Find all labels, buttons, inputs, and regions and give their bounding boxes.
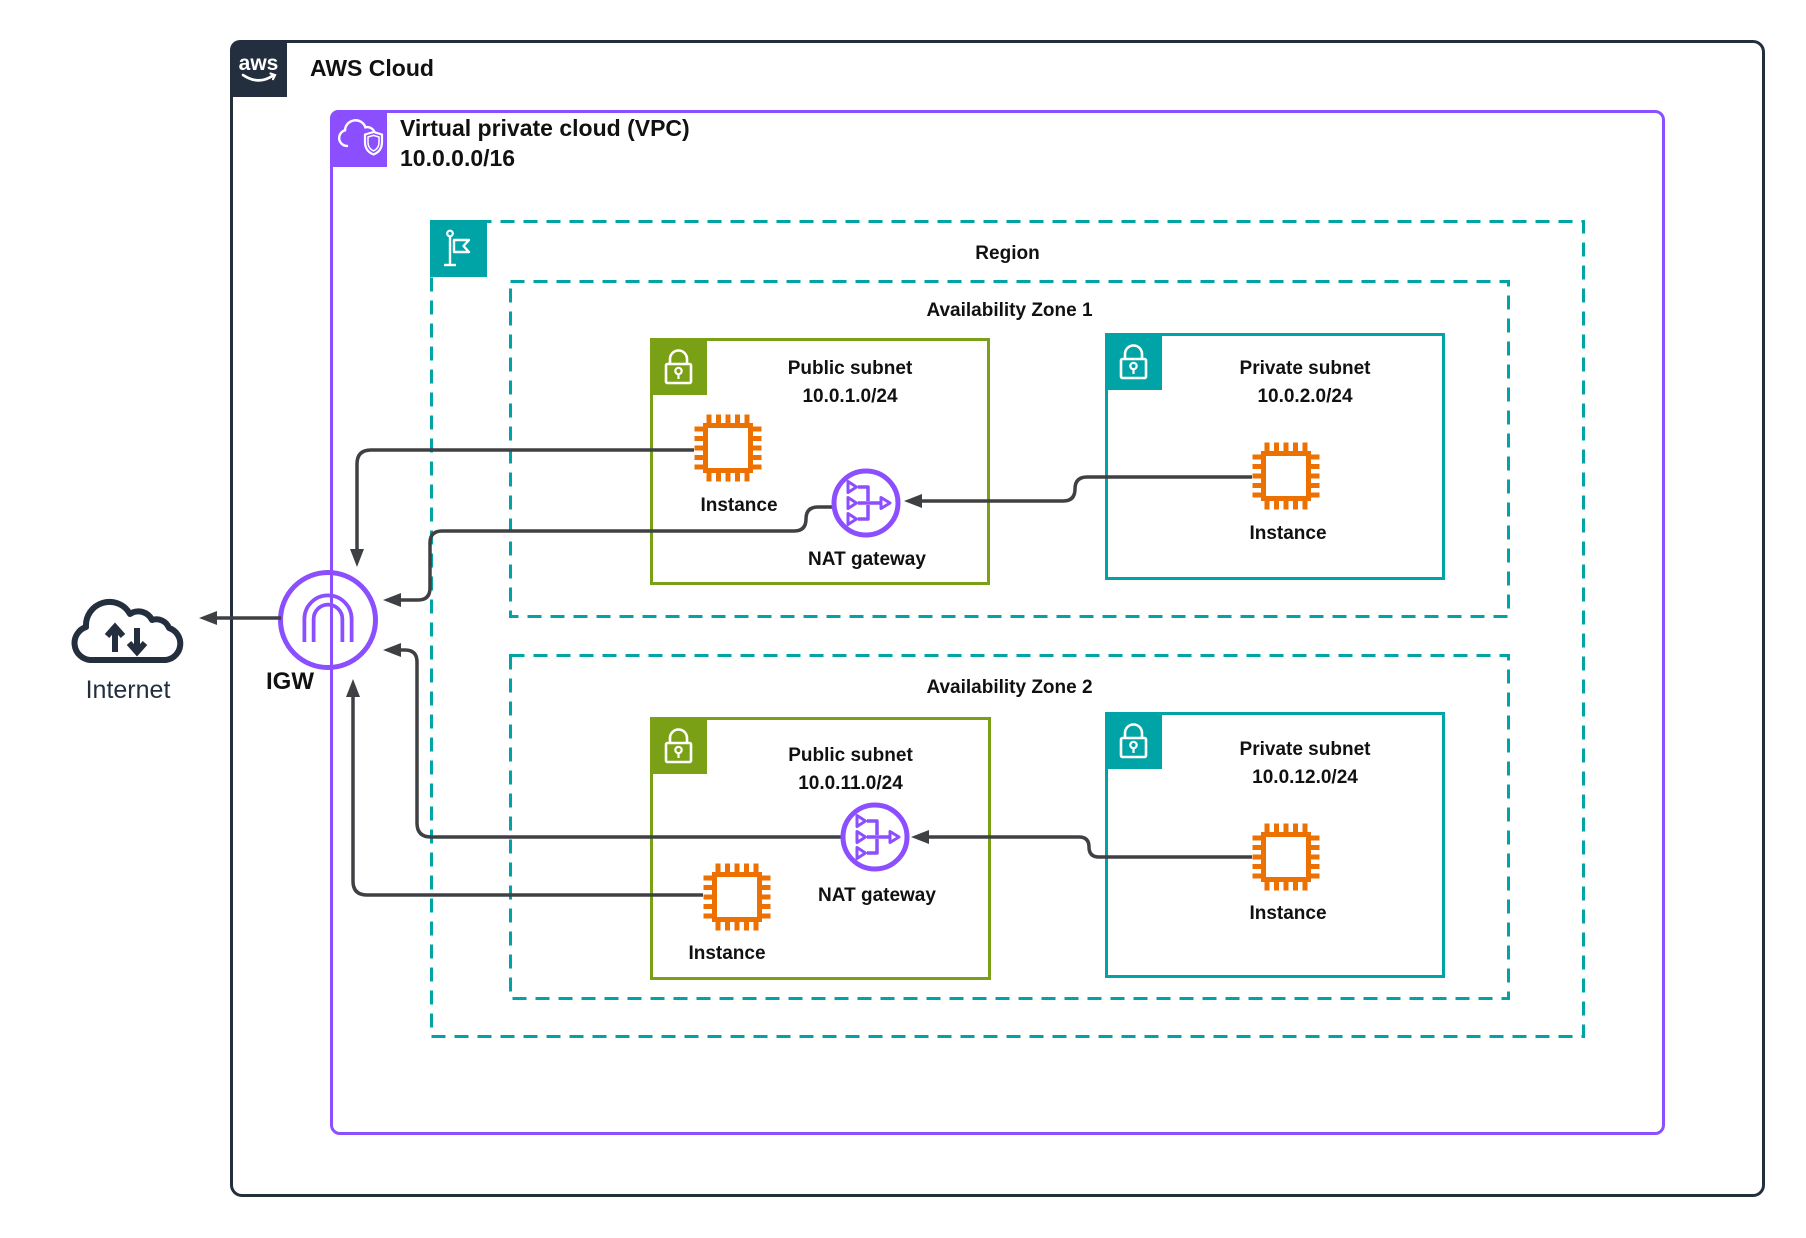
public-subnet-az2-title: Public subnet 10.0.11.0/24 [710,742,991,798]
vpc-label: Virtual private cloud (VPC) 10.0.0.0/16 [400,113,690,173]
connector-instance1-to-igw [350,448,694,567]
public-subnet-az2-badge [650,717,707,774]
availability-zone-1-label: Availability Zone 1 [926,300,1093,321]
instance-label: Instance [688,943,766,964]
instance-label: Instance [1249,903,1327,924]
lock-icon [1105,333,1162,390]
subnet-cidr: 10.0.11.0/24 [798,773,903,794]
lock-icon [650,717,707,774]
internet-label: Internet [85,676,171,704]
instance-label: Instance [700,495,778,516]
lock-icon [650,338,707,395]
private-subnet-az1-badge [1105,333,1162,390]
igw-label: IGW [266,668,314,695]
connector-instance2-to-igw [346,679,703,897]
region-label: Region [975,243,1040,264]
subnet-cidr: 10.0.1.0/24 [802,386,898,407]
subnet-title: Public subnet [787,358,913,379]
cloud-shield-icon [330,110,387,167]
subnet-title: Private subnet [1239,739,1371,760]
connector-private-instance1-to-nat1 [904,475,1252,508]
public-subnet-az1-title: Public subnet 10.0.1.0/24 [710,355,990,411]
public-subnet-az1-badge [650,338,707,395]
public-subnet-az2-box [650,717,991,980]
internet-cloud-icon [58,578,198,683]
svg-text:aws: aws [239,52,279,75]
public-subnet-az1-box [650,338,990,585]
subnet-cidr: 10.0.2.0/24 [1257,386,1353,407]
nat-gateway-label: NAT gateway [818,885,936,906]
subnet-title: Public subnet [788,745,913,766]
instance-chip-icon [692,412,764,489]
private-subnet-az1-box [1105,333,1445,580]
instance-label: Instance [1249,523,1327,544]
vpc-box [330,110,1665,1135]
vpc-title: Virtual private cloud (VPC) [400,115,690,141]
instance-chip-icon [701,861,773,938]
vpc-badge [330,110,387,167]
aws-cloud-label: AWS Cloud [310,55,434,81]
nat-gateway-icon [838,800,912,879]
vpc-cidr: 10.0.0.0/16 [400,145,516,171]
connector-nat2-to-igw [383,643,842,839]
aws-logo-icon: aws [239,52,279,82]
lock-icon [1105,712,1162,769]
instance-chip-icon [1250,821,1322,898]
instance-chip-icon [1250,440,1322,517]
private-subnet-az2-box [1105,712,1445,978]
region-badge [430,220,487,277]
private-subnet-az2-badge [1105,712,1162,769]
connector-nat1-to-igw [383,505,833,607]
private-subnet-az2-title: Private subnet 10.0.12.0/24 [1165,736,1445,792]
aws-logo-badge: aws [230,40,287,97]
private-subnet-az1-title: Private subnet 10.0.2.0/24 [1165,355,1445,411]
subnet-cidr: 10.0.12.0/24 [1252,767,1358,788]
availability-zone-2-label: Availability Zone 2 [926,677,1093,698]
subnet-title: Private subnet [1239,358,1371,379]
availability-zone-2-box [509,654,1510,1000]
nat-gateway-label: NAT gateway [808,549,926,570]
nat-gateway-icon [829,466,903,545]
connector-private-instance2-to-nat2 [911,830,1252,859]
region-box [430,220,1585,1038]
